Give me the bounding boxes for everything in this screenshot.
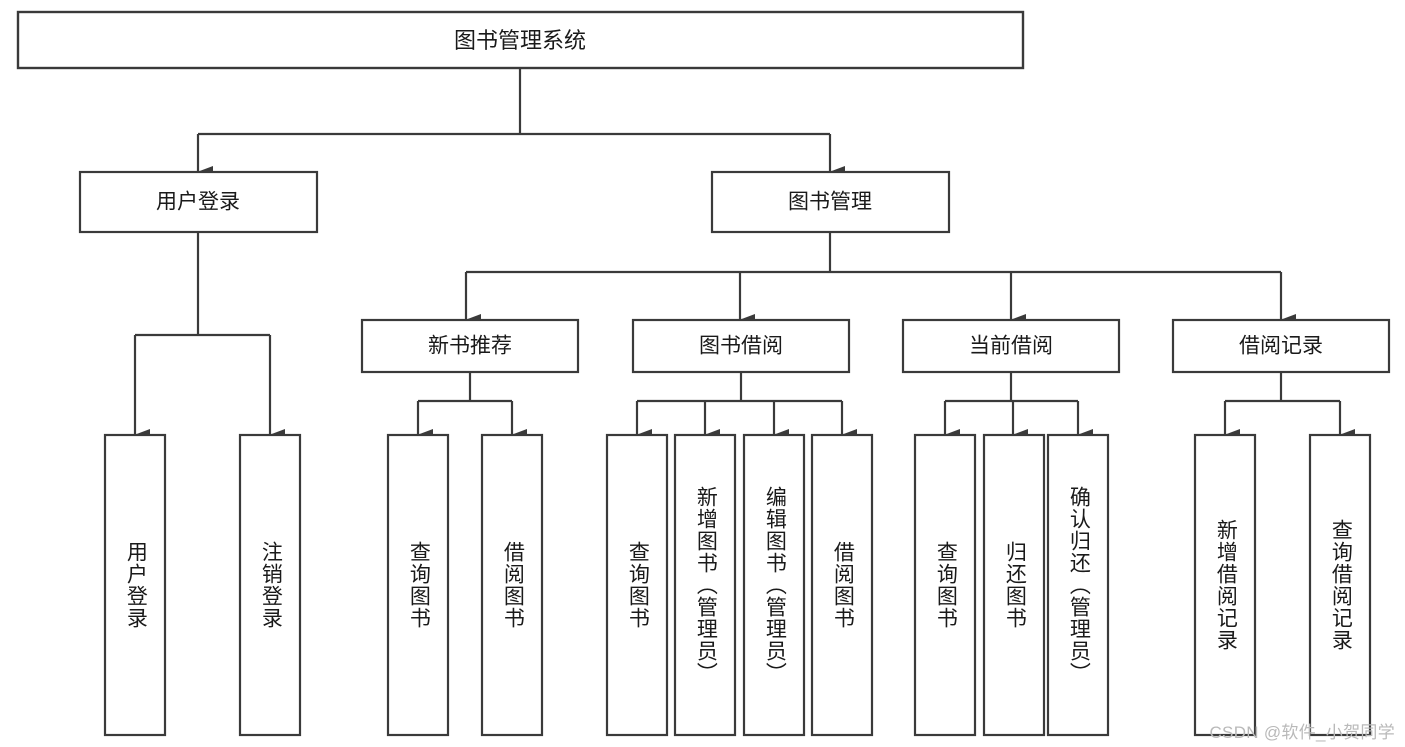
leaf-borrow-3-box[interactable] (810, 433, 874, 737)
leaf-new-book-1-box[interactable] (480, 433, 544, 737)
leaf-borrow-1-box[interactable] (673, 433, 737, 737)
watermark-text: CSDN @软件_小贺同学 (1209, 723, 1395, 742)
node-user-login-label: 用户登录 (156, 191, 240, 214)
node-new-book-box[interactable] (360, 318, 580, 374)
leaf-new-book-0-box[interactable] (386, 433, 450, 737)
leaf-user-login-0-box[interactable] (103, 433, 167, 737)
node-root-box[interactable] (16, 10, 1025, 70)
node-borrow-box[interactable] (631, 318, 851, 374)
leaf-current-2-box[interactable] (1046, 433, 1110, 737)
node-book-mgmt-label: 图书管理 (788, 191, 872, 214)
node-borrow-label: 图书借阅 (699, 335, 783, 358)
node-record-box[interactable] (1171, 318, 1391, 374)
node-root-label: 图书管理系统 (454, 28, 586, 53)
node-record-label: 借阅记录 (1239, 335, 1323, 358)
leaf-borrow-0-box[interactable] (605, 433, 669, 737)
leaf-current-0-box[interactable] (913, 433, 977, 737)
leaf-borrow-2-box[interactable] (742, 433, 806, 737)
node-current-box[interactable] (901, 318, 1121, 374)
node-new-book-label: 新书推荐 (428, 335, 512, 358)
leaf-current-1-box[interactable] (982, 433, 1046, 737)
node-current-label: 当前借阅 (969, 335, 1053, 358)
leaf-record-0-box[interactable] (1193, 433, 1257, 737)
leaf-record-1-box[interactable] (1308, 433, 1372, 737)
node-book-mgmt-box[interactable] (710, 170, 951, 234)
leaf-user-login-1-box[interactable] (238, 433, 302, 737)
